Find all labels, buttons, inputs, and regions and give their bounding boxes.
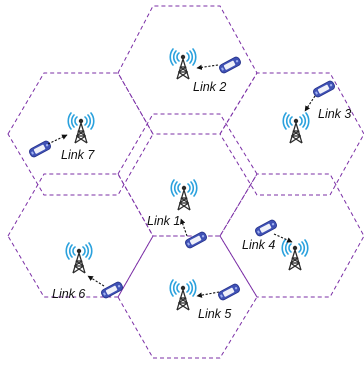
link-arrow <box>47 134 68 145</box>
mobile-device-icon <box>216 282 242 302</box>
cell-tower-icon <box>169 279 197 311</box>
link-label: Link 5 <box>198 307 231 321</box>
cell-top-left <box>7 72 154 196</box>
link-arrow <box>180 218 188 237</box>
link-label: Link 4 <box>242 238 275 252</box>
link-arrow <box>304 95 316 112</box>
link-label: Link 2 <box>193 80 226 94</box>
link-3: Link 3 <box>282 79 351 144</box>
link-arrow <box>87 275 105 287</box>
cell-top <box>117 5 258 135</box>
cell-tower-icon <box>169 48 197 80</box>
mobile-device-icon <box>183 230 209 250</box>
cell-top-right <box>219 72 364 196</box>
link-label: Link 6 <box>52 287 85 301</box>
link-6: Link 6 <box>52 242 125 301</box>
mobile-device-icon <box>217 55 243 75</box>
link-4: Link 4 <box>242 218 309 271</box>
cell-tower-icon <box>170 179 198 211</box>
link-label: Link 3 <box>318 107 351 121</box>
link-5: Link 5 <box>169 279 242 321</box>
link-7: Link 7 <box>27 112 95 162</box>
link-layer: Link 1 Link 2 Link 3 Link 4 Link 5 Link 6 Link… <box>27 48 351 321</box>
link-label: Link 7 <box>61 148 95 162</box>
cell-bottom-left <box>7 173 154 298</box>
link-arrow <box>196 291 220 298</box>
cell-tower-icon <box>65 242 93 274</box>
cell-tower-icon <box>67 112 95 144</box>
mobile-device-icon <box>311 79 337 99</box>
cell-tower-icon <box>282 112 310 144</box>
link-label: Link 1 <box>147 214 180 228</box>
cell-bottom-right <box>219 173 364 298</box>
link-arrow <box>273 233 293 243</box>
link-arrow <box>196 64 219 71</box>
link-1: Link 1 <box>147 179 209 250</box>
cell-tower-icon <box>281 239 309 271</box>
cell-grid <box>7 5 364 359</box>
cell-bottom <box>117 235 258 359</box>
mobile-device-icon <box>27 139 53 159</box>
link-2: Link 2 <box>169 48 243 94</box>
mobile-device-icon <box>99 280 125 300</box>
cell-center <box>117 113 258 237</box>
